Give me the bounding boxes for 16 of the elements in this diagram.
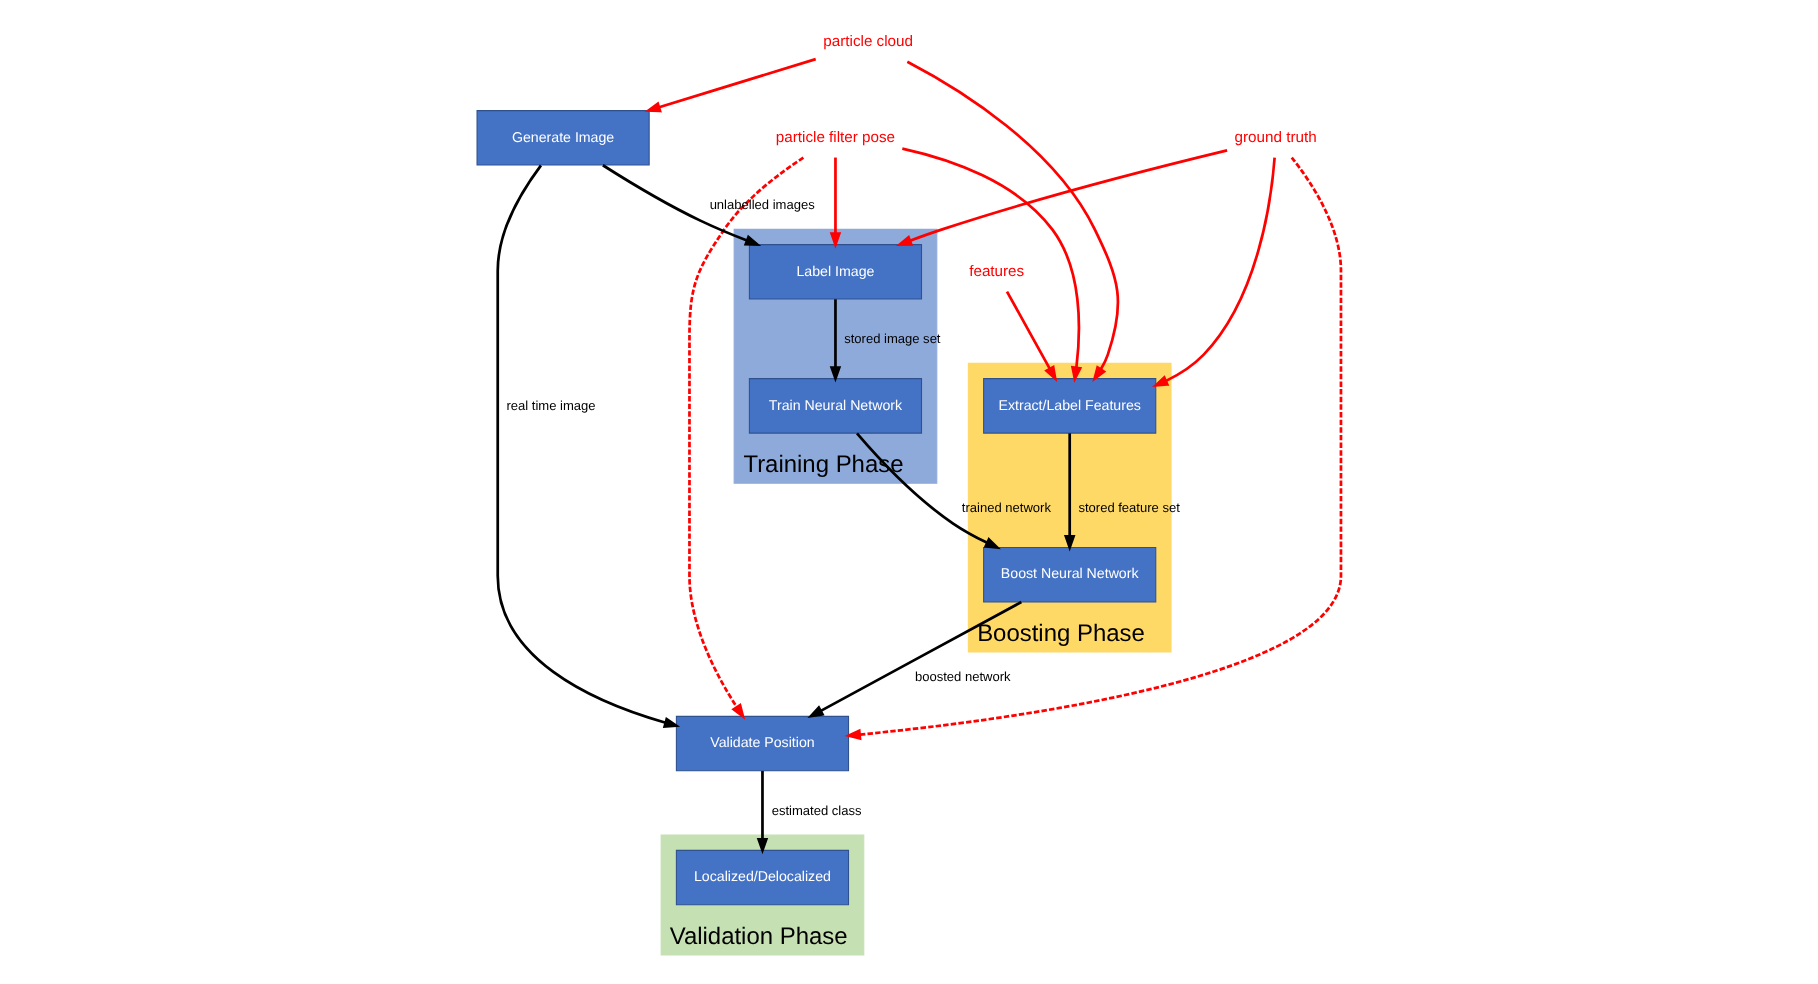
arrow [1063,432,1076,551]
arrow [602,163,762,245]
arrow [906,59,1120,381]
arrow [844,155,1343,740]
arrow [807,599,1022,718]
arrow [1152,156,1276,387]
arrow [829,156,842,248]
arrow [1005,289,1058,382]
arrow [496,163,681,727]
arrow [895,148,1228,246]
arrow [688,155,805,719]
arrow [644,56,817,112]
arrow [902,146,1083,382]
arrow [856,431,1001,549]
arrow [756,770,769,854]
arrow [829,298,842,382]
